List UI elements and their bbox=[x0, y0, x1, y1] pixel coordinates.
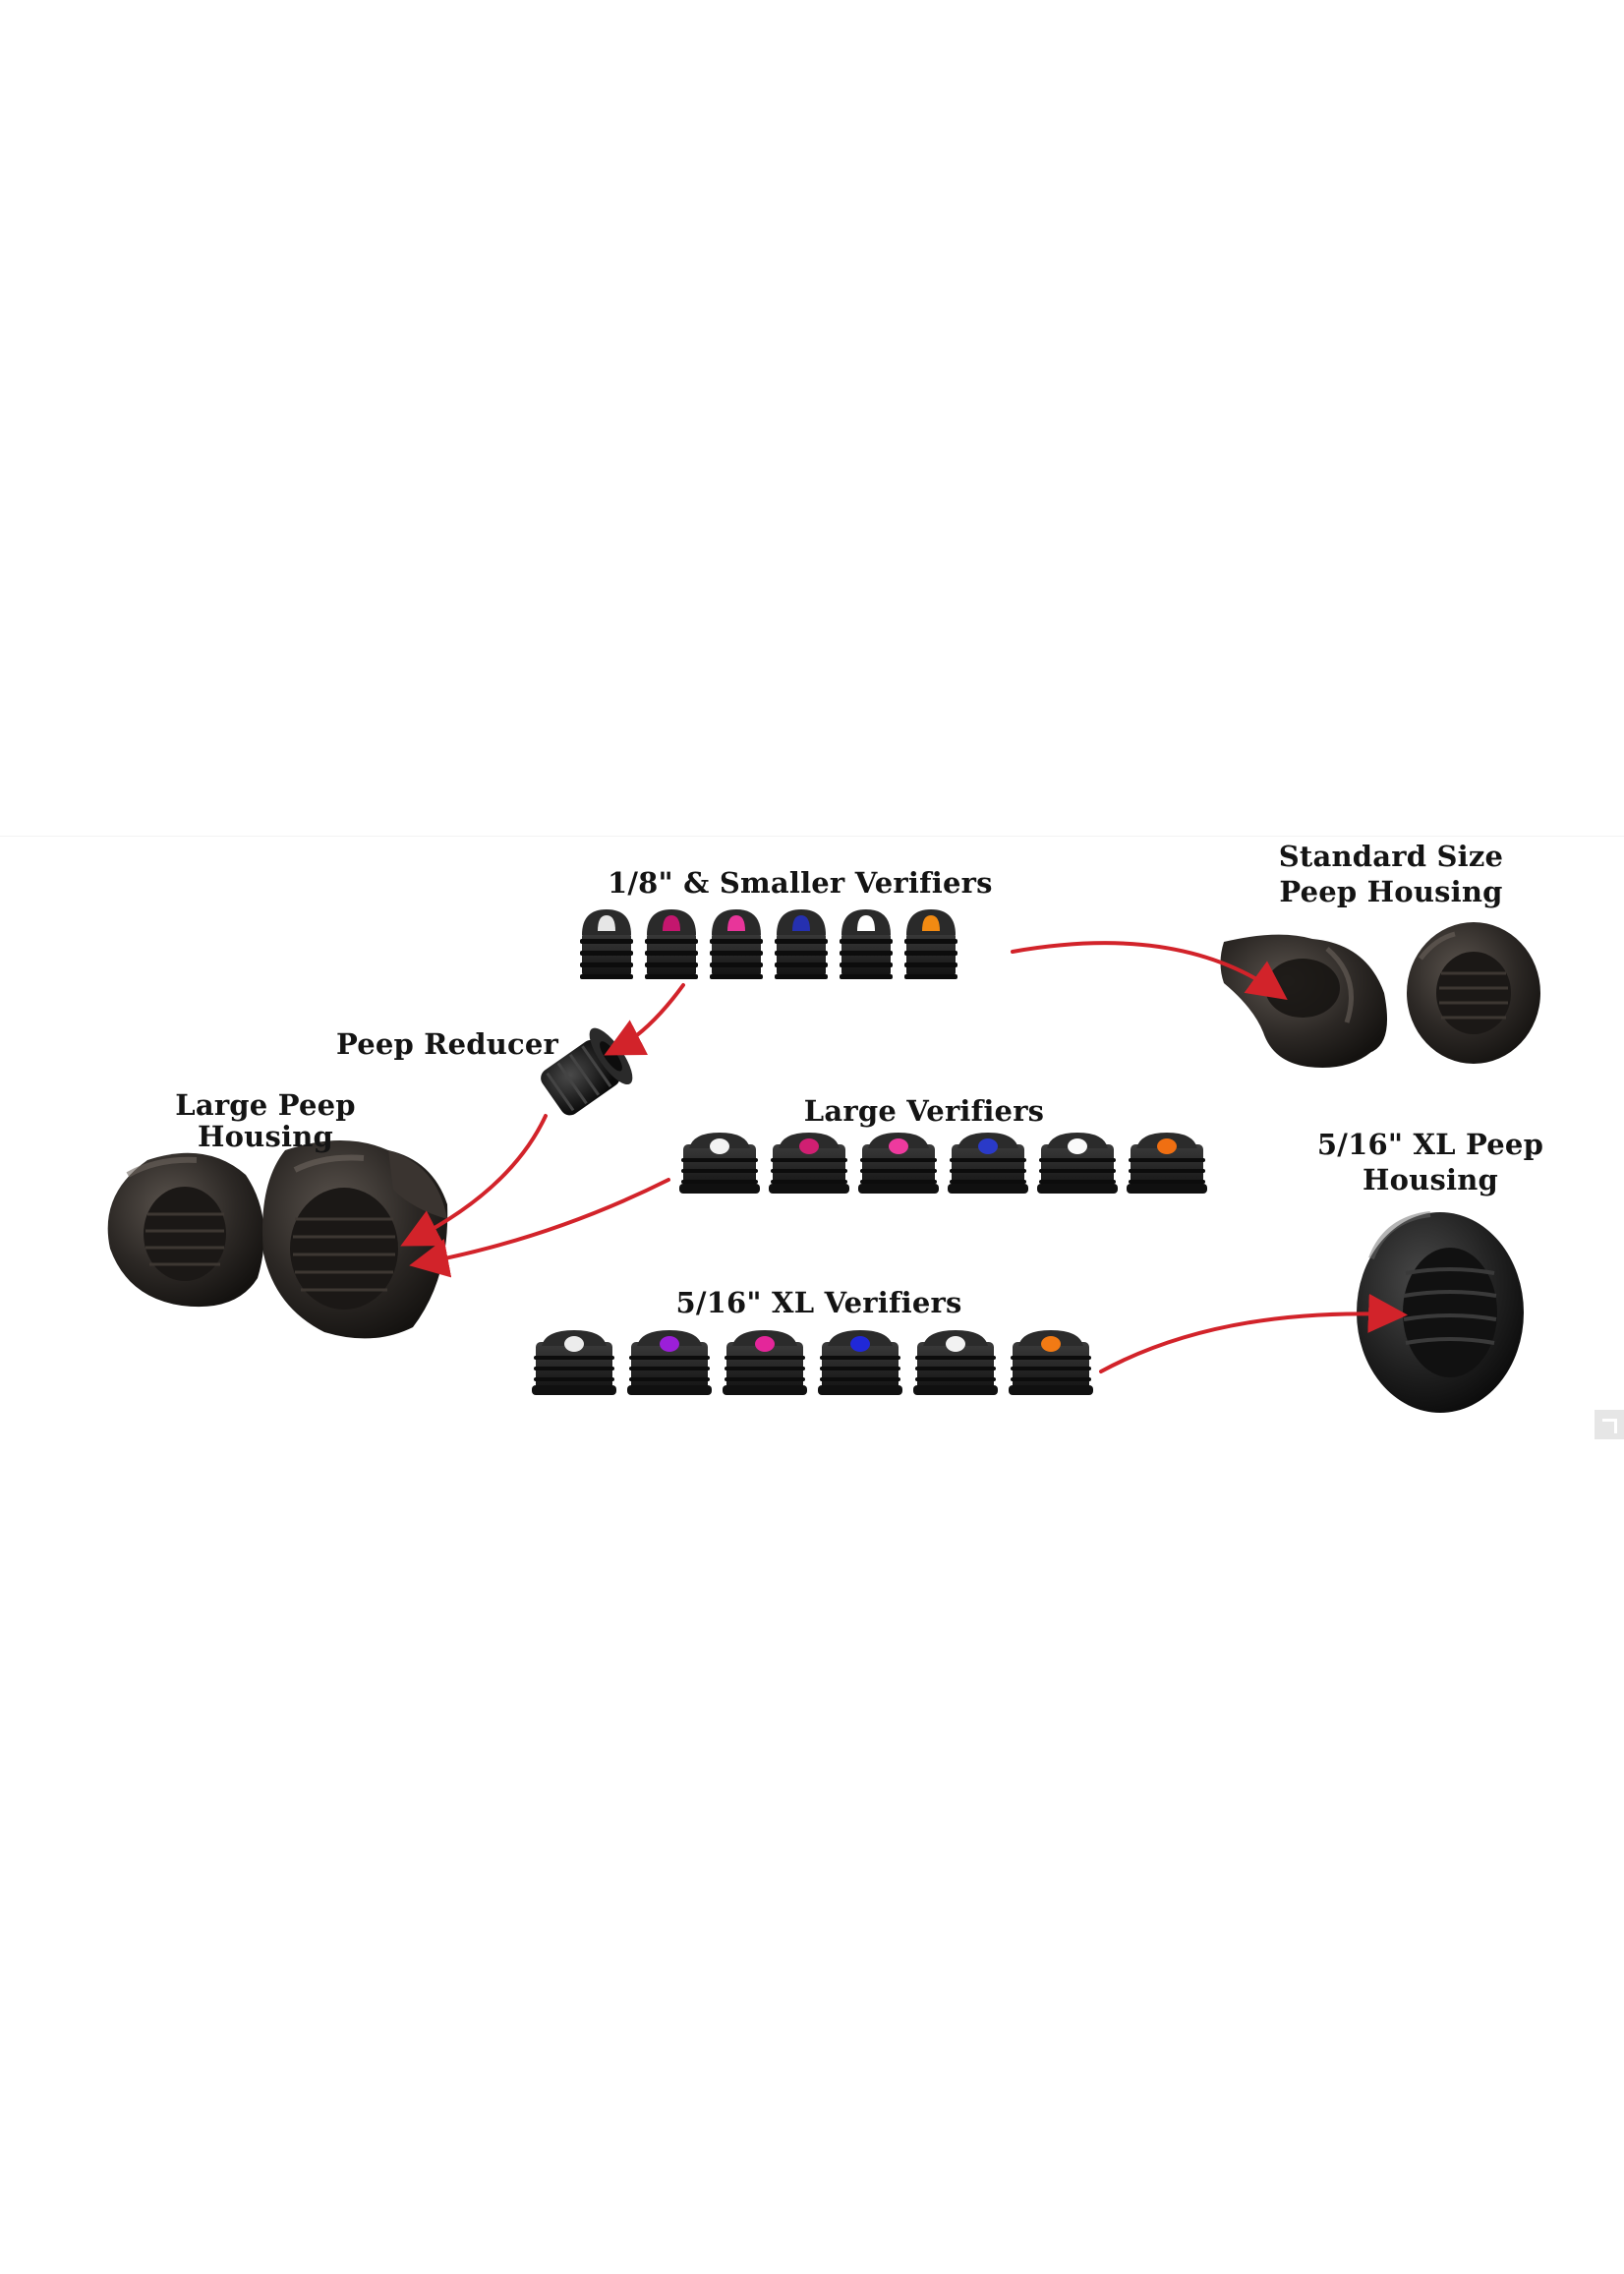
large-verifier-row bbox=[679, 1133, 1207, 1194]
expand-icon[interactable] bbox=[1595, 1410, 1624, 1439]
small-verifier-insert bbox=[922, 915, 940, 931]
small-verifier-1 bbox=[580, 909, 633, 979]
xl-verifier-5 bbox=[913, 1330, 998, 1395]
small-verifier-5 bbox=[840, 909, 893, 979]
label-xl-verifiers: 5/16" XL Verifiers bbox=[675, 1286, 962, 1319]
label-small-verifiers: 1/8" & Smaller Verifiers bbox=[608, 866, 993, 900]
xl-verifier-row bbox=[532, 1330, 1093, 1395]
xl-verifier-1 bbox=[532, 1330, 616, 1395]
xl-verifier-2 bbox=[627, 1330, 712, 1395]
standard-peep-housing bbox=[1220, 922, 1540, 1068]
small-verifier-insert bbox=[857, 915, 875, 931]
xl-verifier-4 bbox=[818, 1330, 902, 1395]
large-verifier-4 bbox=[948, 1133, 1028, 1194]
xl-verifier-insert bbox=[946, 1336, 965, 1352]
label-standard-housing-line2: Peep Housing bbox=[1279, 875, 1503, 908]
arrow-small-to-standard bbox=[1011, 941, 1288, 1001]
small-verifier-insert bbox=[727, 915, 745, 931]
large-verifier-1 bbox=[679, 1133, 760, 1194]
large-verifier-insert bbox=[710, 1138, 729, 1154]
small-verifier-insert bbox=[598, 915, 615, 931]
arrow-small-to-reducer bbox=[604, 983, 685, 1056]
label-large-housing-line2: Housing bbox=[198, 1120, 333, 1153]
large-verifier-insert bbox=[1157, 1138, 1177, 1154]
standard-housing-bore bbox=[1265, 959, 1340, 1018]
large-verifier-5 bbox=[1037, 1133, 1118, 1194]
large-peep-housing bbox=[107, 1140, 448, 1339]
small-verifier-insert bbox=[792, 915, 810, 931]
large-verifier-insert bbox=[1068, 1138, 1087, 1154]
xl-verifier-insert bbox=[850, 1336, 870, 1352]
large-verifier-6 bbox=[1127, 1133, 1207, 1194]
xl-verifier-insert bbox=[1041, 1336, 1061, 1352]
label-xl-housing-line1: 5/16" XL Peep bbox=[1316, 1128, 1544, 1161]
large-verifier-insert bbox=[799, 1138, 819, 1154]
large-verifier-3 bbox=[858, 1133, 939, 1194]
large-verifier-insert bbox=[978, 1138, 998, 1154]
peep-reducer-part bbox=[541, 1027, 633, 1116]
arrow-reducer-to-large bbox=[400, 1114, 548, 1247]
xl-verifier-insert bbox=[755, 1336, 775, 1352]
small-verifier-row bbox=[580, 909, 957, 979]
label-peep-reducer: Peep Reducer bbox=[335, 1027, 558, 1061]
small-verifier-2 bbox=[645, 909, 698, 979]
small-verifier-6 bbox=[904, 909, 957, 979]
label-standard-housing-line1: Standard Size bbox=[1278, 840, 1504, 873]
xl-verifier-insert bbox=[660, 1336, 679, 1352]
arrow-large-verifiers-to-large bbox=[409, 1178, 670, 1278]
small-verifier-3 bbox=[710, 909, 763, 979]
arrow-xl-verifiers-to-xl bbox=[1099, 1293, 1408, 1373]
label-large-verifiers: Large Verifiers bbox=[803, 1094, 1045, 1128]
large-verifier-insert bbox=[889, 1138, 908, 1154]
xl-peep-housing bbox=[1357, 1211, 1524, 1413]
xl-verifier-6 bbox=[1009, 1330, 1093, 1395]
label-large-housing-line1: Large Peep bbox=[175, 1088, 356, 1122]
xl-verifier-3 bbox=[723, 1330, 807, 1395]
small-verifier-insert bbox=[663, 915, 680, 931]
large-verifier-2 bbox=[769, 1133, 849, 1194]
xl-verifier-insert bbox=[564, 1336, 584, 1352]
label-xl-housing-line2: Housing bbox=[1363, 1163, 1498, 1196]
small-verifier-4 bbox=[775, 909, 828, 979]
connection-arrows bbox=[400, 941, 1408, 1373]
